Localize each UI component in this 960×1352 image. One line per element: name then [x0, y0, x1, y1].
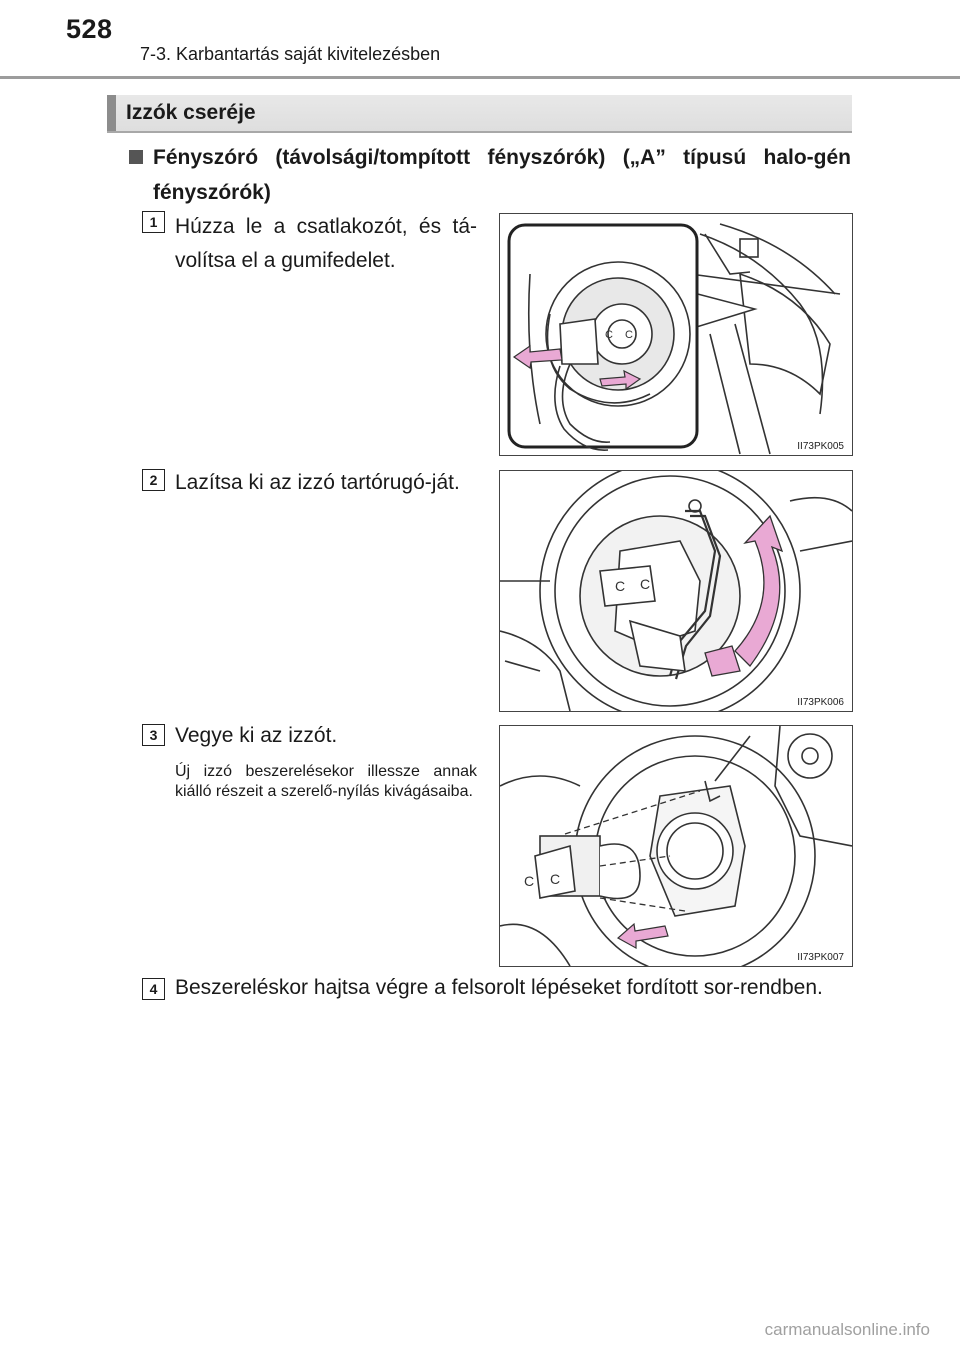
svg-text:C: C — [625, 329, 633, 341]
chapter-title: 7-3. Karbantartás saját kivitelezésben — [140, 44, 441, 64]
svg-text:C: C — [605, 329, 613, 341]
bulb-removal-illustration: C C — [500, 726, 852, 966]
figure-step-3: C C II73PK007 — [499, 725, 853, 967]
step-note-3: Új izzó beszerelésekor illessze annak ki… — [175, 763, 477, 800]
watermark: carmanualsonline.info — [764, 1320, 930, 1339]
header-rule — [0, 76, 960, 79]
step-text-2: Lazítsa ki az izzó tartórugó-ját. — [175, 471, 460, 494]
svg-text:C: C — [640, 576, 650, 592]
square-bullet-icon — [129, 150, 143, 164]
step-text-1: Húzza le a csatlakozót, és tá-volítsa el… — [175, 215, 477, 272]
step-badge-2: 2 — [142, 469, 165, 491]
figure-step-2: C C II73PK006 — [499, 470, 853, 712]
pull-out-arrow — [616, 922, 669, 950]
svg-text:C: C — [524, 873, 534, 889]
connector-removal-illustration: C C — [507, 223, 841, 455]
section-header: Izzók cseréje — [107, 95, 852, 131]
figure-code-1: II73PK005 — [795, 441, 846, 452]
figure-step-1: C C II73PK005 — [499, 213, 853, 456]
page-number: 528 — [66, 14, 113, 44]
section-title: Izzók cseréje — [126, 101, 256, 124]
figure-code-3: II73PK007 — [795, 952, 846, 963]
pull-arrow-left — [512, 344, 563, 370]
step-text-3: Vegye ki az izzót. — [175, 724, 338, 747]
subsection-heading: Fényszóró (távolsági/tompított fényszóró… — [129, 140, 851, 210]
step-badge-4: 4 — [142, 978, 165, 1000]
step-text-4: Beszereléskor hajtsa végre a felsorolt l… — [175, 976, 823, 999]
push-arrow — [704, 645, 741, 677]
step-badge-3: 3 — [142, 724, 165, 746]
spring-release-illustration: C C — [500, 471, 852, 711]
rotate-spring-arrow — [734, 514, 784, 667]
subsection-title: Fényszóró (távolsági/tompított fényszóró… — [153, 146, 851, 204]
svg-text:C: C — [550, 871, 560, 887]
svg-text:C: C — [615, 578, 625, 594]
step-badge-1: 1 — [142, 211, 165, 233]
rotate-arrow-bottom — [599, 369, 642, 391]
figure-code-2: II73PK006 — [795, 697, 846, 708]
section-underline — [107, 131, 852, 133]
